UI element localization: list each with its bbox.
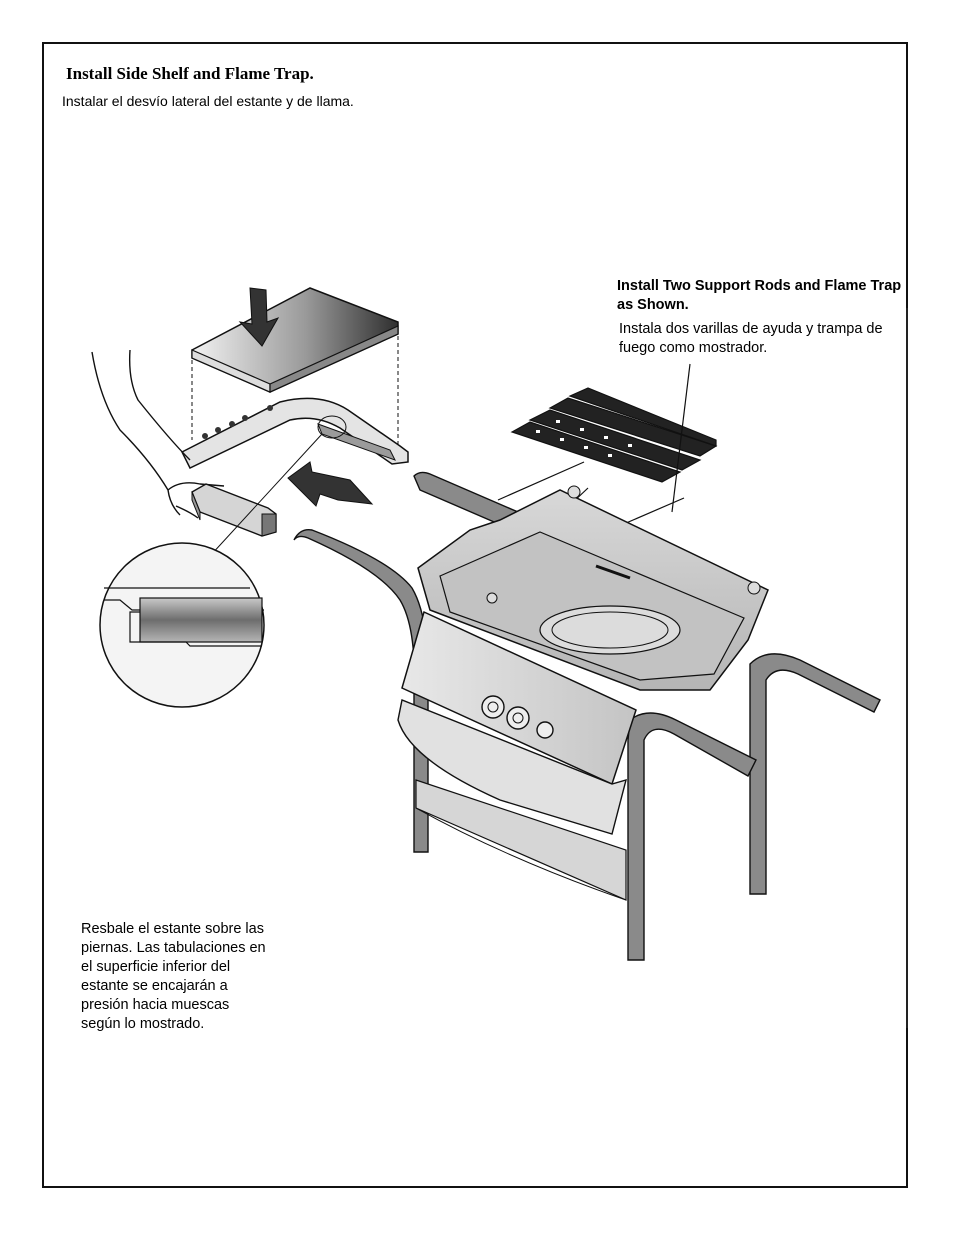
shelf-bracket xyxy=(180,397,409,469)
lower-cabinet xyxy=(397,699,627,901)
down-arrow-icon xyxy=(238,287,280,347)
hand-illustration xyxy=(91,349,225,519)
guide-lines xyxy=(191,336,399,445)
instruction-note: Resbale el estante sobre las piernas. La… xyxy=(81,921,266,1032)
grill-legs xyxy=(293,471,881,961)
leg-end-cap xyxy=(191,483,277,537)
burner-knob-icon-2 xyxy=(506,706,530,730)
page-subtitle: Instalar el desvío lateral del estante y… xyxy=(62,93,354,109)
flame-trap-plates xyxy=(510,387,718,483)
grill-body xyxy=(417,485,769,691)
page-title: Install Side Shelf and Flame Trap. xyxy=(66,64,314,83)
magnified-detail xyxy=(99,542,265,708)
igniter-button-icon xyxy=(536,721,554,739)
callout-english: Install Two Support Rods and Flame Trap … xyxy=(617,278,902,313)
callout-spanish: Instala dos varillas de ayuda y trampa d… xyxy=(619,321,883,356)
direction-arrow-icon xyxy=(287,461,374,507)
control-panel xyxy=(401,610,637,786)
side-shelf-panel xyxy=(191,287,399,393)
burner-knob-icon xyxy=(481,695,505,719)
side-rule xyxy=(906,308,908,1028)
